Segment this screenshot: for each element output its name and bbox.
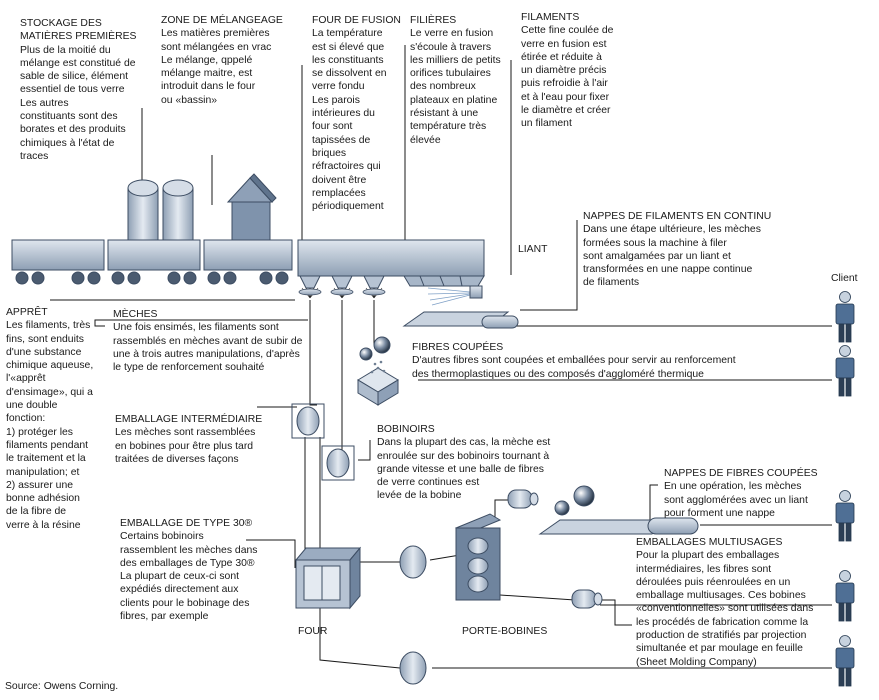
appret-title: APPRÊT <box>6 307 48 318</box>
strand-bottom <box>319 437 401 669</box>
nappes-coupees-title: NAPPES DE FIBRES COUPÉES <box>664 468 818 479</box>
leader-multiusages <box>598 599 632 626</box>
leader-meches <box>94 319 308 327</box>
filieres-block: FILIÈRES Le verre en fusion s'écoule à t… <box>410 14 510 147</box>
winder-bobbins <box>291 403 355 481</box>
four-fusion-title: FOUR DE FUSION <box>312 15 401 26</box>
emb-inter-body: Les mèches sont rassemblées en bobines p… <box>115 427 256 465</box>
zone-body: Les matières premières sont mélangées en… <box>161 28 272 106</box>
bobinoirs-title: BOBINOIRS <box>377 424 435 435</box>
chopped-mat-line <box>538 485 699 535</box>
source-credit: Source: Owens Corning. <box>5 681 119 692</box>
filaments-block: FILAMENTS Cette fine coulée de verre en … <box>521 11 626 131</box>
chopper-box <box>357 336 399 406</box>
stockage-title: STOCKAGE DES MATIÈRES PREMIÈRES <box>20 18 137 43</box>
porte-bobines-label: PORTE-BOBINES <box>462 626 548 637</box>
type30-oven <box>294 546 362 610</box>
silos <box>127 179 194 241</box>
continuous-mat-conveyor <box>402 311 519 329</box>
filieres-title: FILIÈRES <box>410 15 457 26</box>
fibres-coupees-title: FIBRES COUPÉES <box>412 342 504 353</box>
link-bobbin-porte <box>429 554 461 561</box>
appret-body: Les filaments, très fins, sont enduits d… <box>6 320 94 531</box>
leader-nappes-continu <box>520 220 578 311</box>
zone-title: ZONE DE MÉLANGEAGE <box>161 15 283 26</box>
leader-nappes-coupees <box>649 484 658 520</box>
melting-furnace <box>297 239 485 289</box>
type30-body: Certains bobinoirs rassemblent les mèche… <box>120 531 258 623</box>
meches-body: Une fois ensimés, les filaments sont ras… <box>113 322 303 374</box>
link-porte-right <box>499 594 576 601</box>
four-label: FOUR <box>298 626 328 637</box>
filieres-body: Le verre en fusion s'écoule à travers le… <box>410 28 501 146</box>
filaments-body: Cette fine coulée de verre en fusion est… <box>521 25 614 130</box>
stockage-body: Plus de la moitié du mélange est constit… <box>20 44 136 162</box>
appret-block: APPRÊT Les filaments, très fins, sont en… <box>6 306 110 532</box>
four-fusion-body: La température est si élevé que les cons… <box>312 28 387 213</box>
client-label: Client <box>831 273 858 284</box>
creel <box>454 513 502 601</box>
nappes-continu-body: Dans une étape ultérieure, les mèches fo… <box>583 224 761 289</box>
leader-type30 <box>246 539 296 568</box>
type30-block: EMBALLAGE DE TYPE 30® Certains bobinoirs… <box>120 517 275 623</box>
emb-inter-block: EMBALLAGE INTERMÉDIAIRE Les mèches sont … <box>115 413 285 466</box>
bobbin-units <box>399 489 603 685</box>
multiusages-title: EMBALLAGES MULTIUSAGES <box>636 537 783 548</box>
fibres-coupees-block: FIBRES COUPÉES D'autres fibres sont coup… <box>412 341 772 381</box>
nappes-continu-title: NAPPES DE FILAMENTS EN CONTINU <box>583 211 772 222</box>
sizing-applicators <box>298 288 386 296</box>
stockage-block: STOCKAGE DES MATIÈRES PREMIÈRES Plus de … <box>20 17 148 163</box>
type30-title: EMBALLAGE DE TYPE 30® <box>120 518 253 529</box>
multiusages-block: EMBALLAGES MULTIUSAGES Pour la plupart d… <box>636 536 826 669</box>
liant-label: LIANT <box>518 244 548 255</box>
four-fusion-block: FOUR DE FUSION La température est si éle… <box>312 14 402 213</box>
leader-bobinoirs <box>358 440 371 461</box>
filaments-title: FILAMENTS <box>521 12 580 23</box>
fibres-coupees-body: D'autres fibres sont coupées et emballée… <box>412 355 736 380</box>
strand-1 <box>309 300 317 406</box>
meches-title: MÈCHES <box>113 309 158 320</box>
binder-applicator <box>427 285 483 306</box>
bobinoirs-block: BOBINOIRS Dans la plupart des cas, la mè… <box>377 423 567 503</box>
nappes-coupees-body: En une opération, les mèches sont agglom… <box>664 481 808 519</box>
zone-block: ZONE DE MÉLANGEAGE Les matières première… <box>161 14 301 107</box>
emb-inter-title: EMBALLAGE INTERMÉDIAIRE <box>115 414 263 425</box>
nappes-continu-block: NAPPES DE FILAMENTS EN CONTINU Dans une … <box>583 210 783 290</box>
connector-lines <box>50 45 832 669</box>
nappes-coupees-block: NAPPES DE FIBRES COUPÉES En une opératio… <box>664 467 824 520</box>
meches-block: MÈCHES Une fois ensimés, les filaments s… <box>113 308 313 374</box>
multiusages-body: Pour la plupart des emballages intermédi… <box>636 550 814 668</box>
rail-wagons <box>11 239 293 285</box>
bobinoirs-body: Dans la plupart des cas, la mèche est en… <box>377 437 551 502</box>
